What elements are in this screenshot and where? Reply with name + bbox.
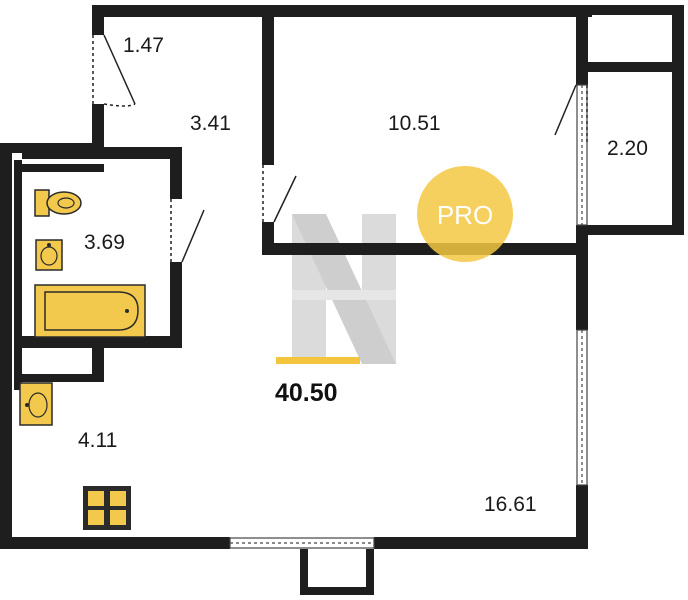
- walls: [0, 5, 684, 595]
- room-area-bedroom: 10.51: [388, 112, 441, 135]
- room-area-closet: 1.47: [123, 34, 164, 57]
- total-area-accent: [276, 357, 360, 364]
- stove-icon: [83, 486, 131, 530]
- total-area: 40.50: [275, 379, 338, 407]
- watermark-logo-icon: [292, 214, 396, 364]
- bathtub-icon: [34, 284, 146, 338]
- toilet-icon: [34, 189, 82, 217]
- windows: [229, 84, 588, 549]
- pro-badge-label: PRO: [437, 200, 493, 230]
- room-area-living: 16.61: [484, 493, 537, 516]
- sink-icon: [35, 239, 63, 271]
- room-area-bathroom: 3.69: [84, 231, 125, 254]
- room-area-kitchen: 4.11: [78, 429, 117, 452]
- pro-badge: PRO: [417, 166, 513, 262]
- door-swing-icon: [92, 34, 588, 263]
- sink-icon: [19, 382, 53, 426]
- room-area-hall: 3.41: [190, 112, 231, 135]
- room-area-balcony: 2.20: [607, 137, 648, 160]
